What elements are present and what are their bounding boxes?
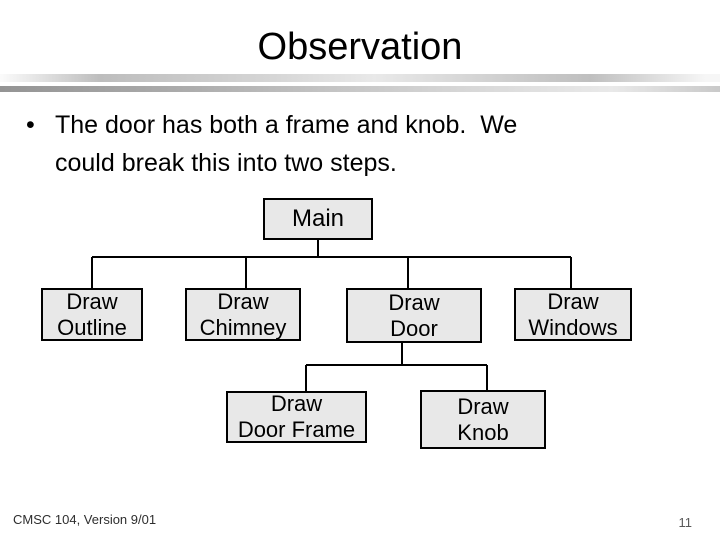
bullet-item: • The door has both a frame and knob. We… [22, 106, 682, 182]
bullet-marker: • [26, 111, 35, 139]
diagram-node-draw-knob: Draw Knob [420, 390, 546, 449]
diagram-node-main: Main [263, 198, 373, 240]
bullet-text: The door has both a frame and knob. We c… [55, 111, 518, 177]
slide-page-number: 11 [678, 515, 693, 530]
diagram-node-draw-chimney: Draw Chimney [185, 288, 301, 341]
diagram-node-draw-windows: Draw Windows [514, 288, 632, 341]
slide-title: Observation [257, 26, 463, 68]
diagram-node-draw-outline: Draw Outline [41, 288, 143, 341]
divider-rule-top [0, 74, 720, 82]
footer-course-label: CMSC 104, Version 9/01 [13, 512, 157, 527]
diagram-node-draw-door: Draw Door [346, 288, 482, 343]
divider-rule-bottom [0, 86, 720, 92]
diagram-node-draw-door-frame: Draw Door Frame [226, 391, 367, 443]
